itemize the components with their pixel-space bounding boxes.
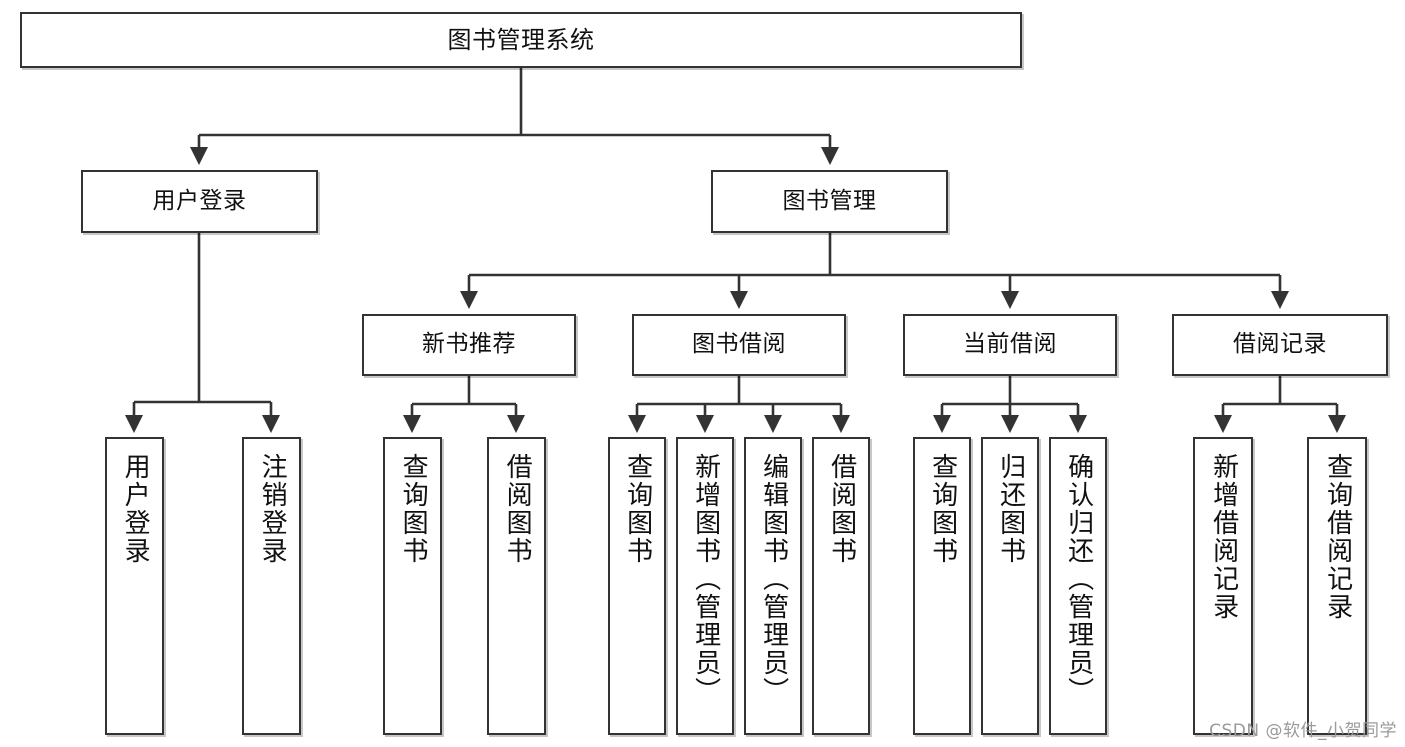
node-leaf-return-book[interactable]: 归还图书 — [981, 437, 1039, 735]
node-book-manage[interactable]: 图书管理 — [711, 170, 948, 233]
node-leaf-borrow-book-1[interactable]: 借阅图书 — [487, 437, 546, 735]
node-leaf-add-book-admin[interactable]: 新增图书（管理员） — [676, 437, 734, 735]
node-leaf-confirm-return-admin[interactable]: 确认归还（管理员） — [1049, 437, 1107, 735]
node-leaf-edit-book-admin[interactable]: 编辑图书（管理员） — [744, 437, 802, 735]
node-leaf-return-book-label: 归还图书 — [995, 453, 1026, 565]
node-root[interactable]: 图书管理系统 — [20, 12, 1022, 68]
node-user-login[interactable]: 用户登录 — [81, 170, 318, 233]
node-root-label: 图书管理系统 — [447, 25, 595, 54]
node-leaf-confirm-return-admin-label: 确认归还（管理员） — [1063, 453, 1094, 705]
node-leaf-user-login[interactable]: 用户登录 — [105, 437, 164, 735]
node-leaf-query-book-3-label: 查询图书 — [927, 453, 958, 565]
node-borrow-record[interactable]: 借阅记录 — [1172, 314, 1388, 376]
node-borrow-record-label: 借阅记录 — [1233, 331, 1327, 358]
node-current-borrow-label: 当前借阅 — [963, 331, 1057, 358]
node-leaf-user-login-label: 用户登录 — [120, 453, 151, 565]
node-leaf-borrow-book-1-label: 借阅图书 — [502, 453, 533, 565]
node-leaf-logout[interactable]: 注销登录 — [242, 437, 301, 735]
node-leaf-edit-book-admin-label: 编辑图书（管理员） — [758, 453, 789, 705]
node-leaf-query-book-1-label: 查询图书 — [398, 453, 429, 565]
node-leaf-logout-label: 注销登录 — [257, 453, 288, 565]
node-book-manage-label: 图书管理 — [782, 187, 877, 214]
node-current-borrow[interactable]: 当前借阅 — [903, 314, 1117, 376]
node-user-login-label: 用户登录 — [152, 187, 247, 214]
node-leaf-query-book-2-label: 查询图书 — [622, 453, 653, 565]
node-leaf-add-record-label: 新增借阅记录 — [1208, 453, 1239, 621]
node-book-borrow-label: 图书借阅 — [692, 331, 786, 358]
node-leaf-query-record[interactable]: 查询借阅记录 — [1307, 437, 1367, 735]
node-new-book-rec[interactable]: 新书推荐 — [362, 314, 576, 376]
node-leaf-query-book-2[interactable]: 查询图书 — [608, 437, 666, 735]
node-leaf-query-book-1[interactable]: 查询图书 — [383, 437, 442, 735]
watermark: CSDN @软件_小贺同学 — [1209, 721, 1397, 741]
node-leaf-borrow-book-2-label: 借阅图书 — [826, 453, 857, 565]
node-leaf-query-book-3[interactable]: 查询图书 — [913, 437, 971, 735]
node-book-borrow[interactable]: 图书借阅 — [632, 314, 846, 376]
node-leaf-borrow-book-2[interactable]: 借阅图书 — [812, 437, 870, 735]
node-new-book-rec-label: 新书推荐 — [422, 331, 516, 358]
node-leaf-add-book-admin-label: 新增图书（管理员） — [690, 453, 721, 705]
node-leaf-add-record[interactable]: 新增借阅记录 — [1193, 437, 1253, 735]
node-leaf-query-record-label: 查询借阅记录 — [1322, 453, 1353, 621]
